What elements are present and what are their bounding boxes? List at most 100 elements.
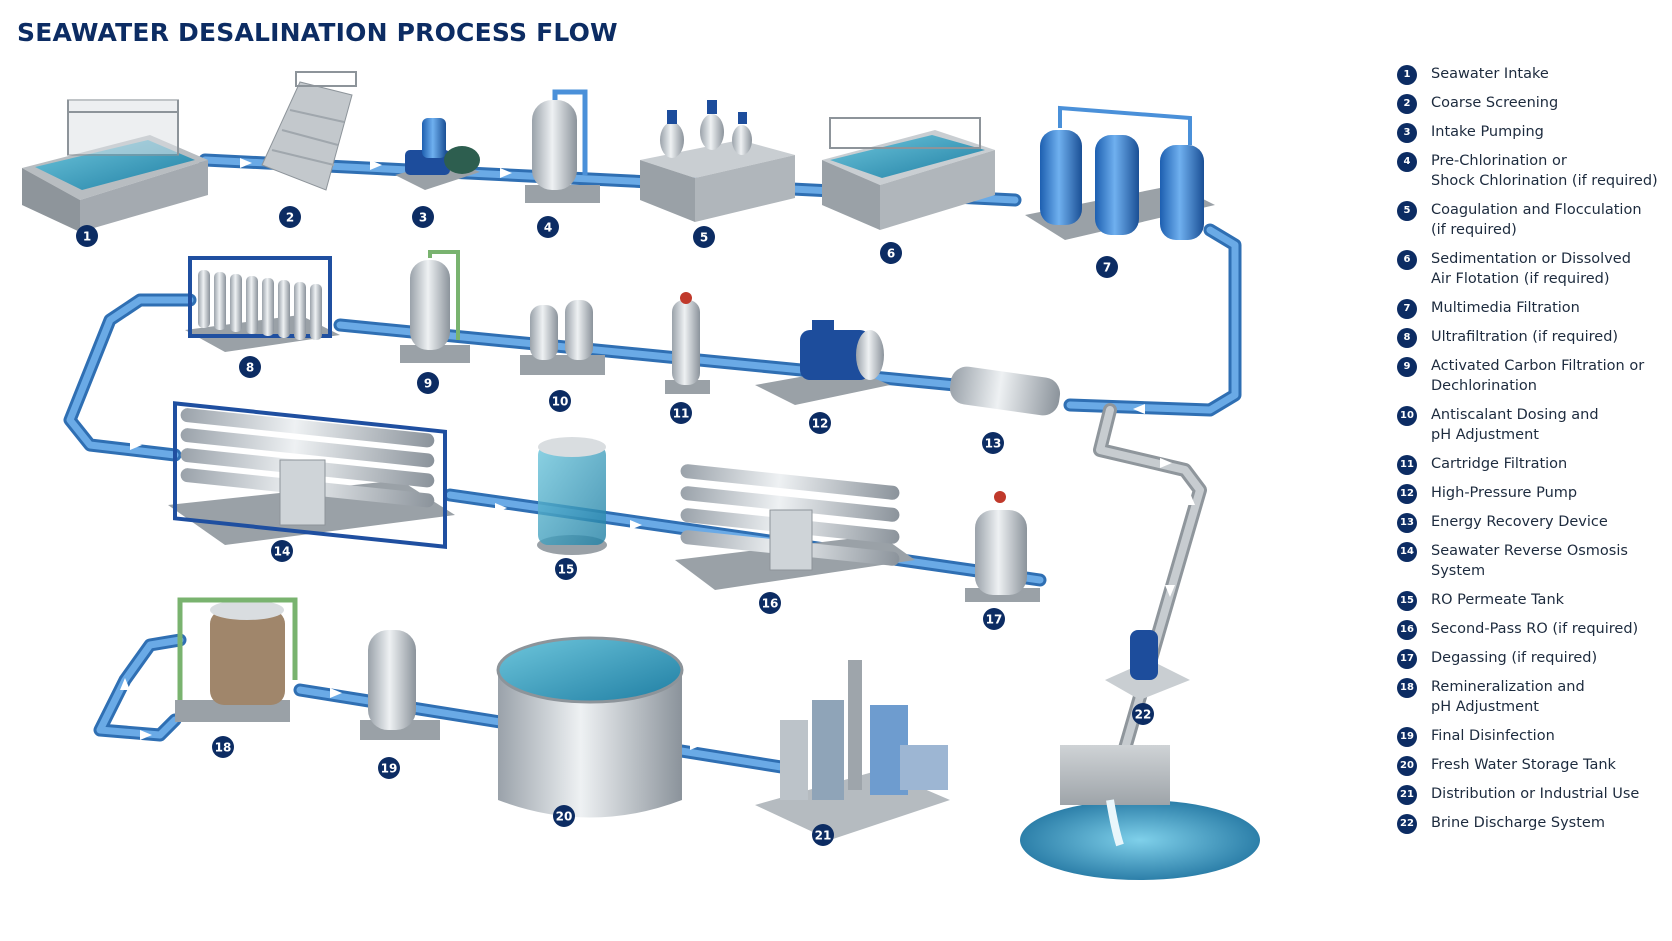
legend-label: RO Permeate Tank: [1431, 592, 1565, 608]
svg-text:17: 17: [986, 613, 1003, 627]
legend-item: 15 RO Permeate Tank: [1397, 590, 1669, 611]
svg-text:18: 18: [215, 741, 232, 755]
svg-text:5: 5: [700, 231, 708, 245]
legend-number: 18: [1397, 678, 1417, 698]
legend-number: 1: [1397, 65, 1417, 85]
final-disinfection-tank: [360, 630, 440, 740]
legend-number: 7: [1397, 299, 1417, 319]
legend-label: Final Disinfection: [1431, 728, 1555, 744]
badge-13: 13: [982, 432, 1004, 454]
svg-text:12: 12: [812, 417, 829, 431]
coagulation-tank: [640, 100, 795, 222]
legend-item: 20 Fresh Water Storage Tank: [1397, 755, 1669, 776]
high-pressure-pump: [755, 320, 890, 405]
legend-number: 5: [1397, 201, 1417, 221]
legend-number: 2: [1397, 94, 1417, 114]
svg-text:1: 1: [83, 230, 91, 244]
badge-21: 21: [812, 824, 834, 846]
legend-label: Seawater Reverse Osmosis System: [1431, 543, 1628, 579]
legend-number: 11: [1397, 455, 1417, 475]
svg-text:2: 2: [286, 211, 294, 225]
intake-pump: [395, 118, 480, 190]
legend-label: Seawater Intake: [1431, 66, 1549, 82]
antiscalant-dosing-tanks: [520, 300, 605, 375]
svg-text:20: 20: [556, 810, 573, 824]
distribution-industrial-site: [755, 660, 950, 840]
svg-text:6: 6: [887, 247, 895, 261]
legend-item: 8 Ultrafiltration (if required): [1397, 327, 1669, 348]
svg-text:8: 8: [246, 361, 254, 375]
energy-recovery-device: [949, 366, 1061, 416]
swro-system: [168, 401, 455, 549]
legend-item: 22 Brine Discharge System: [1397, 813, 1669, 834]
legend-label: Multimedia Filtration: [1431, 300, 1580, 316]
svg-text:11: 11: [673, 407, 690, 421]
badge-18: 18: [212, 736, 234, 758]
seawater-intake-basin: [22, 99, 208, 232]
badge-1: 1: [76, 225, 98, 247]
chlorination-tank: [525, 89, 600, 203]
step-badges: 1 2 3 4 5 6 7 8 9 10 11 12 13 14 15 16 1…: [76, 206, 1154, 846]
legend-number: 19: [1397, 727, 1417, 747]
legend-number: 20: [1397, 756, 1417, 776]
svg-text:14: 14: [274, 545, 291, 559]
badge-9: 9: [417, 372, 439, 394]
carbon-filter: [400, 250, 470, 363]
legend-number: 14: [1397, 542, 1417, 562]
ultrafiltration-rack: [185, 256, 340, 352]
badge-8: 8: [239, 356, 261, 378]
legend-number: 8: [1397, 328, 1417, 348]
svg-text:22: 22: [1135, 708, 1152, 722]
pipe-riser-right: [1063, 223, 1242, 417]
legend-item: 19 Final Disinfection: [1397, 726, 1669, 747]
coarse-screening-unit: [261, 71, 357, 191]
svg-text:13: 13: [985, 437, 1002, 451]
svg-text:16: 16: [762, 597, 779, 611]
legend-label: Brine Discharge System: [1431, 815, 1605, 831]
legend-label: Ultrafiltration (if required): [1431, 329, 1619, 345]
legend-item: 5 Coagulation and Flocculation(if require…: [1397, 200, 1669, 240]
legend-label: Coagulation and Flocculation(if required…: [1431, 202, 1642, 238]
legend-number: 4: [1397, 152, 1417, 172]
legend-number: 10: [1397, 406, 1417, 426]
legend-number: 15: [1397, 591, 1417, 611]
svg-text:4: 4: [544, 221, 552, 235]
legend-number: 13: [1397, 513, 1417, 533]
svg-text:7: 7: [1103, 261, 1111, 275]
legend-number: 17: [1397, 649, 1417, 669]
legend-number: 22: [1397, 814, 1417, 834]
badge-20: 20: [553, 805, 575, 827]
legend-number: 12: [1397, 484, 1417, 504]
badge-14: 14: [271, 540, 293, 562]
legend-label: Fresh Water Storage Tank: [1431, 757, 1616, 773]
legend-number: 21: [1397, 785, 1417, 805]
badge-17: 17: [983, 608, 1005, 630]
badge-19: 19: [378, 757, 400, 779]
svg-text:15: 15: [558, 563, 575, 577]
svg-text:19: 19: [381, 762, 398, 776]
legend-item: 11 Cartridge Filtration: [1397, 454, 1669, 475]
process-diagram: 1 2 3 4 5 6 7 8 9 10 11 12 13 14 15 16 1…: [22, 71, 1260, 880]
degassing-tower: [965, 491, 1040, 602]
legend-item: 13 Energy Recovery Device: [1397, 512, 1669, 533]
badge-2: 2: [279, 206, 301, 228]
badge-11: 11: [670, 402, 692, 424]
badge-7: 7: [1096, 256, 1118, 278]
legend-label: Cartridge Filtration: [1431, 456, 1568, 472]
flow-arrows: [120, 158, 1228, 750]
badge-4: 4: [537, 216, 559, 238]
legend-item: 1 Seawater Intake: [1397, 64, 1669, 85]
legend-label: Energy Recovery Device: [1431, 514, 1608, 530]
badge-12: 12: [809, 412, 831, 434]
cartridge-filter: [665, 292, 710, 394]
